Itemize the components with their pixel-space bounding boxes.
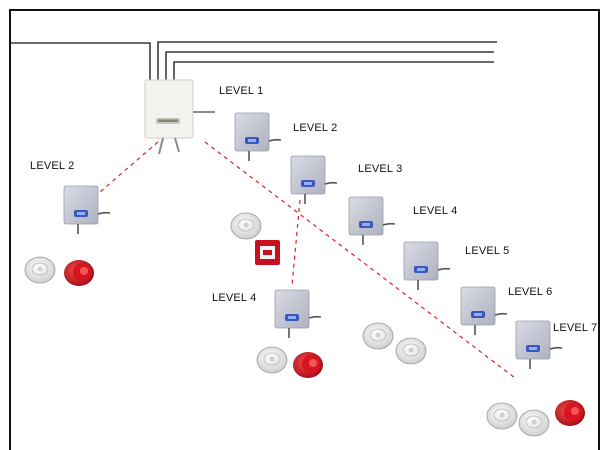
manual-call-point-icon bbox=[255, 240, 280, 265]
loop-panel-icon-left bbox=[63, 185, 111, 235]
label-left-panel: LEVEL 2 bbox=[30, 160, 75, 172]
smoke-detector-icon bbox=[395, 337, 427, 365]
loop-panel-icon-2 bbox=[234, 112, 282, 162]
sounder-icon bbox=[555, 400, 585, 426]
loop-panel-icon-5 bbox=[403, 241, 451, 291]
label-panel-6: LEVEL 6 bbox=[508, 286, 553, 298]
label-panel-2: LEVEL 2 bbox=[293, 122, 338, 134]
label-branch-panel: LEVEL 4 bbox=[212, 292, 257, 304]
label-panel-7: LEVEL 7 bbox=[553, 322, 598, 334]
network-links bbox=[99, 141, 516, 379]
label-panel-4: LEVEL 4 bbox=[413, 205, 458, 217]
loop-panel-icon-4 bbox=[348, 196, 396, 246]
label-main-panel: LEVEL 1 bbox=[219, 85, 264, 97]
smoke-detector-icon bbox=[24, 256, 56, 284]
smoke-detector-icon bbox=[230, 212, 262, 240]
loop-panel-icon-3 bbox=[290, 155, 338, 205]
smoke-detector-icon bbox=[486, 402, 518, 430]
loop-panel-icon-branch bbox=[274, 289, 322, 339]
loop-panel-icon-6 bbox=[460, 286, 508, 336]
smoke-detector-icon bbox=[256, 346, 288, 374]
label-panel-5: LEVEL 5 bbox=[465, 245, 510, 257]
diagram-frame bbox=[9, 9, 600, 450]
sounder-icon bbox=[293, 352, 323, 378]
sounder-icon bbox=[64, 260, 94, 286]
label-panel-3: LEVEL 3 bbox=[358, 163, 403, 175]
smoke-detector-icon bbox=[362, 322, 394, 350]
smoke-detector-icon bbox=[518, 409, 550, 437]
control-panel-icon bbox=[144, 79, 215, 155]
wiring-lines bbox=[10, 41, 497, 82]
